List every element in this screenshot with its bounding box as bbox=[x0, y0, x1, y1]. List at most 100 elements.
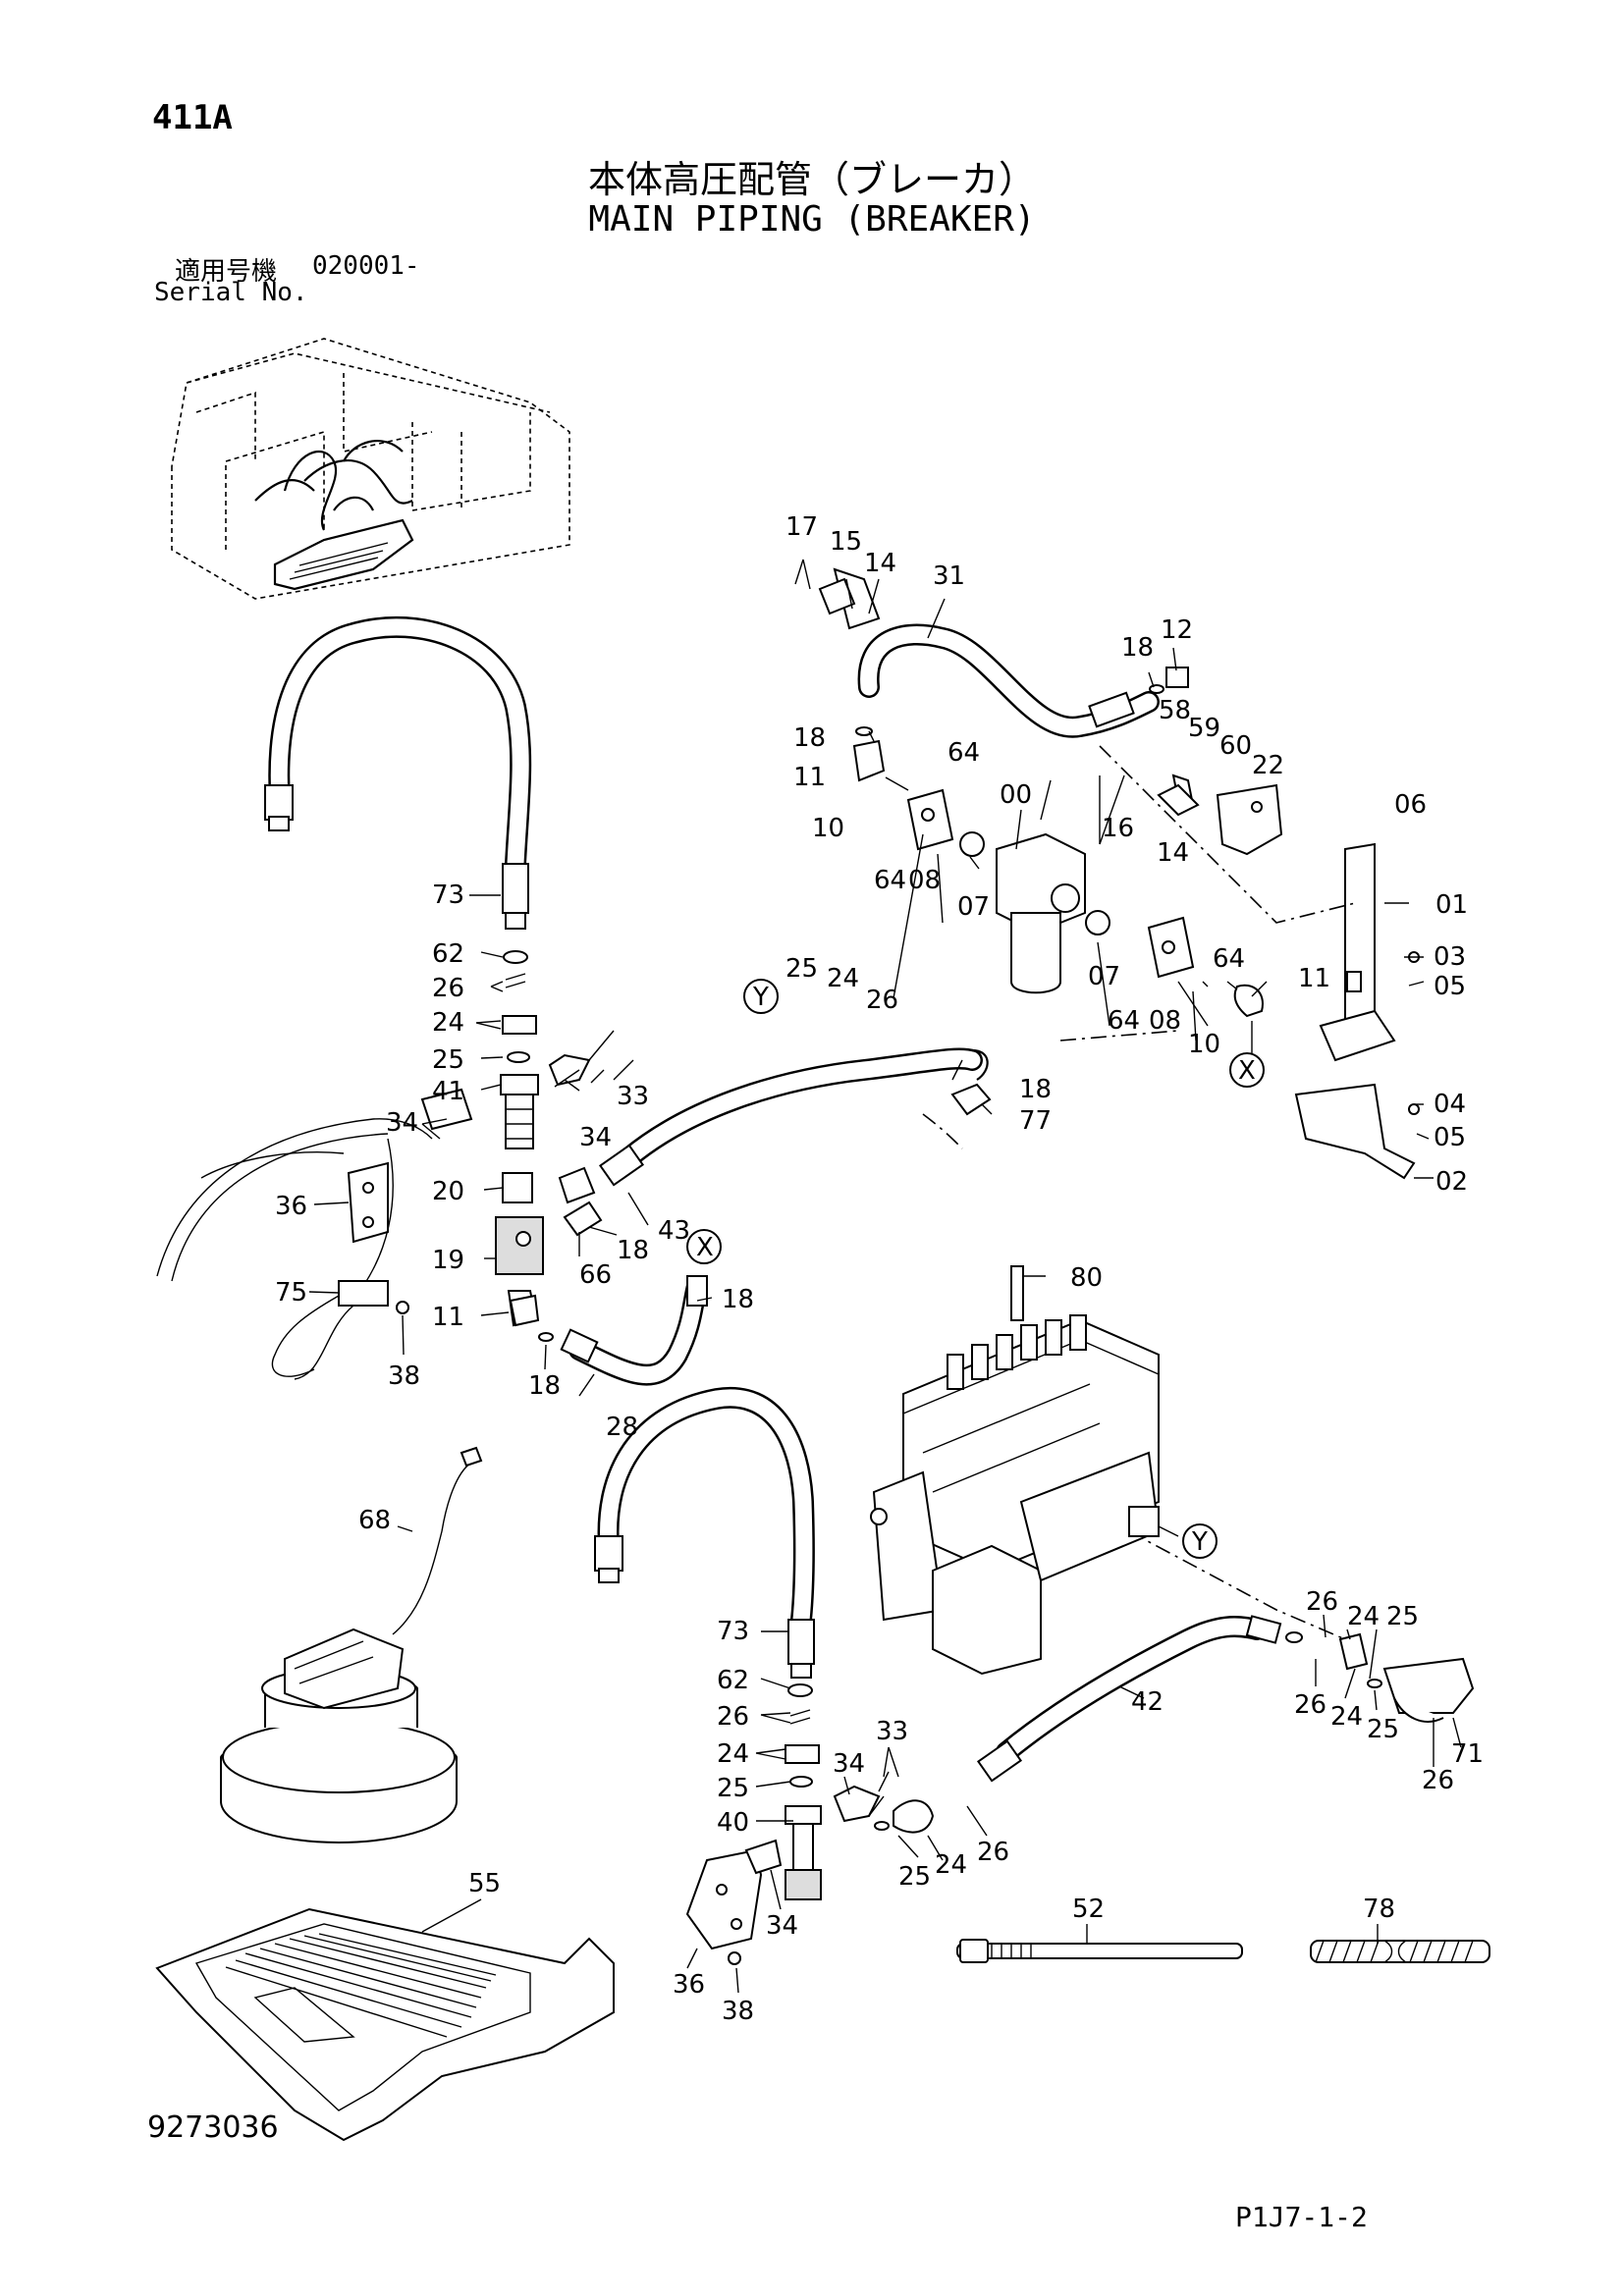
title-english: MAIN PIPING (BREAKER) bbox=[588, 199, 1036, 240]
callout: 78 bbox=[1363, 1895, 1395, 1924]
callout: 41 bbox=[432, 1077, 464, 1106]
callout: 64 bbox=[1213, 944, 1245, 974]
callout: 08 bbox=[908, 866, 941, 895]
callout: 34 bbox=[579, 1123, 612, 1152]
callout: 38 bbox=[722, 1997, 754, 2026]
callout: 24 bbox=[827, 964, 859, 993]
callout: 64 bbox=[1108, 1006, 1140, 1036]
hose-73-lower bbox=[594, 1386, 815, 1679]
callout: 12 bbox=[1161, 615, 1193, 645]
callout: 34 bbox=[766, 1911, 798, 1941]
title-japanese: 本体高圧配管（ブレーカ） bbox=[587, 158, 1036, 201]
callout: 18 bbox=[1121, 633, 1154, 663]
callout: 40 bbox=[717, 1808, 749, 1838]
callout-leaders bbox=[308, 559, 1462, 1994]
callout: 11 bbox=[1298, 964, 1330, 993]
callout: 25 bbox=[717, 1774, 749, 1803]
callout: 36 bbox=[673, 1970, 705, 2000]
callout: 17 bbox=[785, 512, 818, 542]
control-valve-assembly bbox=[870, 1265, 1161, 1676]
callout: 26 bbox=[717, 1702, 749, 1732]
callout: 42 bbox=[1131, 1687, 1164, 1717]
callout: 26 bbox=[1306, 1587, 1338, 1617]
callout: 52 bbox=[1072, 1895, 1105, 1924]
callout: 02 bbox=[1435, 1167, 1468, 1197]
swing-motor bbox=[220, 1446, 483, 1843]
callout: 16 bbox=[1102, 814, 1134, 843]
reference-markers bbox=[686, 979, 1265, 1559]
callout: 33 bbox=[876, 1717, 908, 1746]
callout: 18 bbox=[793, 723, 826, 753]
callout: 18 bbox=[528, 1371, 561, 1401]
breaker-valve-assembly-lower bbox=[685, 1683, 890, 1965]
hose-28 bbox=[509, 1275, 708, 1386]
callout: 10 bbox=[1188, 1030, 1220, 1059]
protector-tube-78 bbox=[1310, 1940, 1490, 1963]
page-code: P1J7-1-2 bbox=[1235, 2201, 1368, 2233]
callout: 03 bbox=[1434, 942, 1466, 972]
leader-line bbox=[922, 1113, 963, 1149]
callout: 10 bbox=[812, 814, 844, 843]
callout: 19 bbox=[432, 1246, 464, 1275]
callout: 34 bbox=[386, 1108, 418, 1138]
callout: 24 bbox=[432, 1008, 464, 1038]
callout: 26 bbox=[432, 974, 464, 1003]
callout: 15 bbox=[830, 527, 862, 557]
callout: 58 bbox=[1159, 696, 1191, 725]
callout: 43 bbox=[658, 1216, 690, 1246]
tie-band-52 bbox=[956, 1939, 1243, 1963]
callout: 55 bbox=[468, 1869, 501, 1898]
callout: 08 bbox=[1149, 1006, 1181, 1036]
serial-number-range: 020001- bbox=[312, 251, 420, 281]
spool-caps bbox=[947, 1265, 1087, 1390]
callout: 25 bbox=[785, 954, 818, 984]
callout: 26 bbox=[866, 986, 898, 1015]
callout: 36 bbox=[275, 1192, 307, 1221]
machine-overview-illustration bbox=[171, 338, 570, 600]
leader-line bbox=[1128, 1530, 1346, 1640]
callout: X bbox=[1238, 1056, 1256, 1086]
callout: 11 bbox=[793, 763, 826, 792]
callout: 77 bbox=[1019, 1106, 1052, 1136]
filter-assembly-00 bbox=[906, 788, 1264, 1018]
callout: 26 bbox=[1422, 1766, 1454, 1795]
callout: 24 bbox=[717, 1739, 749, 1769]
callout: 25 bbox=[898, 1862, 931, 1892]
callout: 11 bbox=[432, 1303, 464, 1332]
callout: 26 bbox=[1294, 1690, 1326, 1720]
callout: 07 bbox=[957, 892, 990, 922]
callout: 05 bbox=[1434, 1123, 1466, 1152]
callout: 18 bbox=[1019, 1075, 1052, 1104]
callout: 71 bbox=[1451, 1739, 1484, 1769]
callout: Y bbox=[752, 983, 769, 1012]
breaker-valve-assembly bbox=[495, 950, 634, 1342]
callout: 18 bbox=[617, 1236, 649, 1265]
callout: 25 bbox=[432, 1045, 464, 1075]
callout: 04 bbox=[1434, 1090, 1466, 1119]
hose-42 bbox=[874, 1615, 1475, 1834]
callout: 14 bbox=[864, 549, 896, 578]
callout: 24 bbox=[1347, 1602, 1380, 1631]
callout: 25 bbox=[1386, 1602, 1419, 1631]
callout: 75 bbox=[275, 1278, 307, 1308]
callout: X bbox=[696, 1233, 714, 1262]
callout: 24 bbox=[935, 1850, 967, 1880]
callout: 73 bbox=[717, 1617, 749, 1646]
callout: Y bbox=[1191, 1527, 1208, 1557]
leader-line bbox=[1099, 745, 1356, 924]
callout: 06 bbox=[1394, 790, 1427, 820]
callout: 25 bbox=[1367, 1715, 1399, 1744]
bracket-01-02 bbox=[1294, 842, 1420, 1180]
callout: 80 bbox=[1070, 1263, 1103, 1293]
callout: 24 bbox=[1330, 1702, 1363, 1732]
callout: 68 bbox=[358, 1506, 391, 1535]
floor-mat-55 bbox=[155, 1907, 615, 2142]
callout: 62 bbox=[717, 1666, 749, 1695]
callout: 59 bbox=[1188, 714, 1220, 743]
callout: 28 bbox=[606, 1413, 638, 1442]
hose-43 bbox=[563, 1047, 992, 1237]
bracket-and-harness-left bbox=[156, 1088, 473, 1380]
callout: 31 bbox=[933, 561, 965, 591]
callout: 22 bbox=[1252, 751, 1284, 780]
callout: 20 bbox=[432, 1177, 464, 1206]
